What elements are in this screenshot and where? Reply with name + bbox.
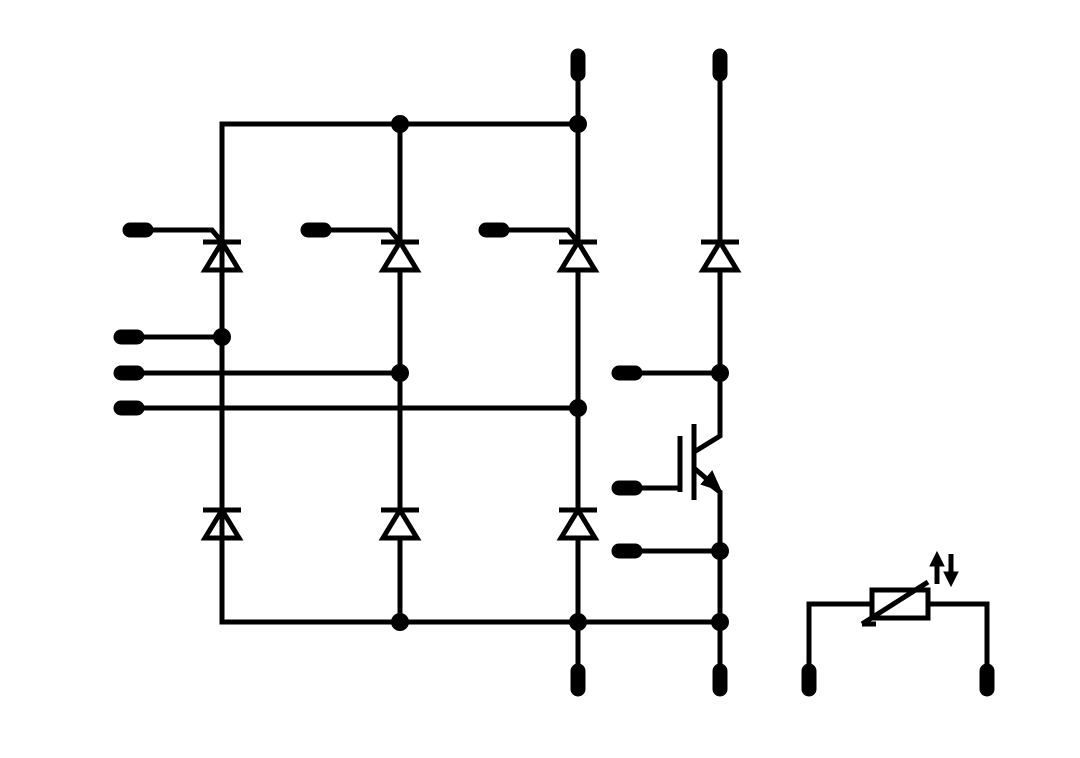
gate-1-wire bbox=[138, 227, 224, 244]
thyristor-3 bbox=[556, 237, 600, 273]
diode-4 bbox=[200, 505, 244, 541]
thyristor-2-triangle bbox=[378, 237, 422, 273]
junction-dot bbox=[391, 364, 409, 382]
diode-5 bbox=[378, 505, 422, 541]
wiring bbox=[128, 66, 990, 680]
thyristor-1 bbox=[200, 237, 244, 273]
freewheel-diode-triangle bbox=[698, 237, 742, 273]
junction-dot bbox=[569, 613, 587, 631]
igbt bbox=[677, 424, 722, 500]
junction-dot bbox=[711, 542, 729, 560]
junction-dot bbox=[569, 399, 587, 417]
diode-5-triangle bbox=[378, 505, 422, 541]
junctions bbox=[213, 115, 729, 631]
gate-2-wire bbox=[316, 227, 402, 244]
bottom-bus-wire bbox=[219, 510, 720, 625]
right-column-emitter-wire bbox=[710, 484, 723, 680]
thyristor-2 bbox=[378, 237, 422, 273]
junction-dot bbox=[711, 613, 729, 631]
top-bus-wire bbox=[219, 121, 578, 270]
freewheel-diode bbox=[698, 237, 742, 273]
thermistor-right-wire bbox=[928, 601, 990, 680]
thermistor bbox=[860, 550, 959, 627]
junction-dot bbox=[213, 328, 231, 346]
igbt-emitter-stub bbox=[692, 466, 710, 482]
igbt-emitter-arrow bbox=[700, 470, 722, 492]
terminals bbox=[113, 48, 995, 697]
thyristor-3-triangle bbox=[556, 237, 600, 273]
junction-dot bbox=[391, 115, 409, 133]
gate-3-wire bbox=[494, 227, 580, 244]
junction-dot bbox=[569, 115, 587, 133]
right-column-collector-wire bbox=[692, 270, 723, 455]
diode-4-triangle bbox=[200, 505, 244, 541]
thermistor-slash bbox=[860, 579, 930, 627]
thermistor-body bbox=[869, 587, 931, 621]
diode-6-triangle bbox=[556, 505, 600, 541]
thyristor-1-triangle bbox=[200, 237, 244, 273]
junction-dot bbox=[711, 364, 729, 382]
temperature-up-arrow-icon bbox=[929, 550, 945, 567]
diode-6 bbox=[556, 505, 600, 541]
thermistor-left-wire bbox=[806, 601, 872, 680]
junction-dot bbox=[391, 613, 409, 631]
temperature-down-arrow-icon bbox=[943, 571, 959, 588]
